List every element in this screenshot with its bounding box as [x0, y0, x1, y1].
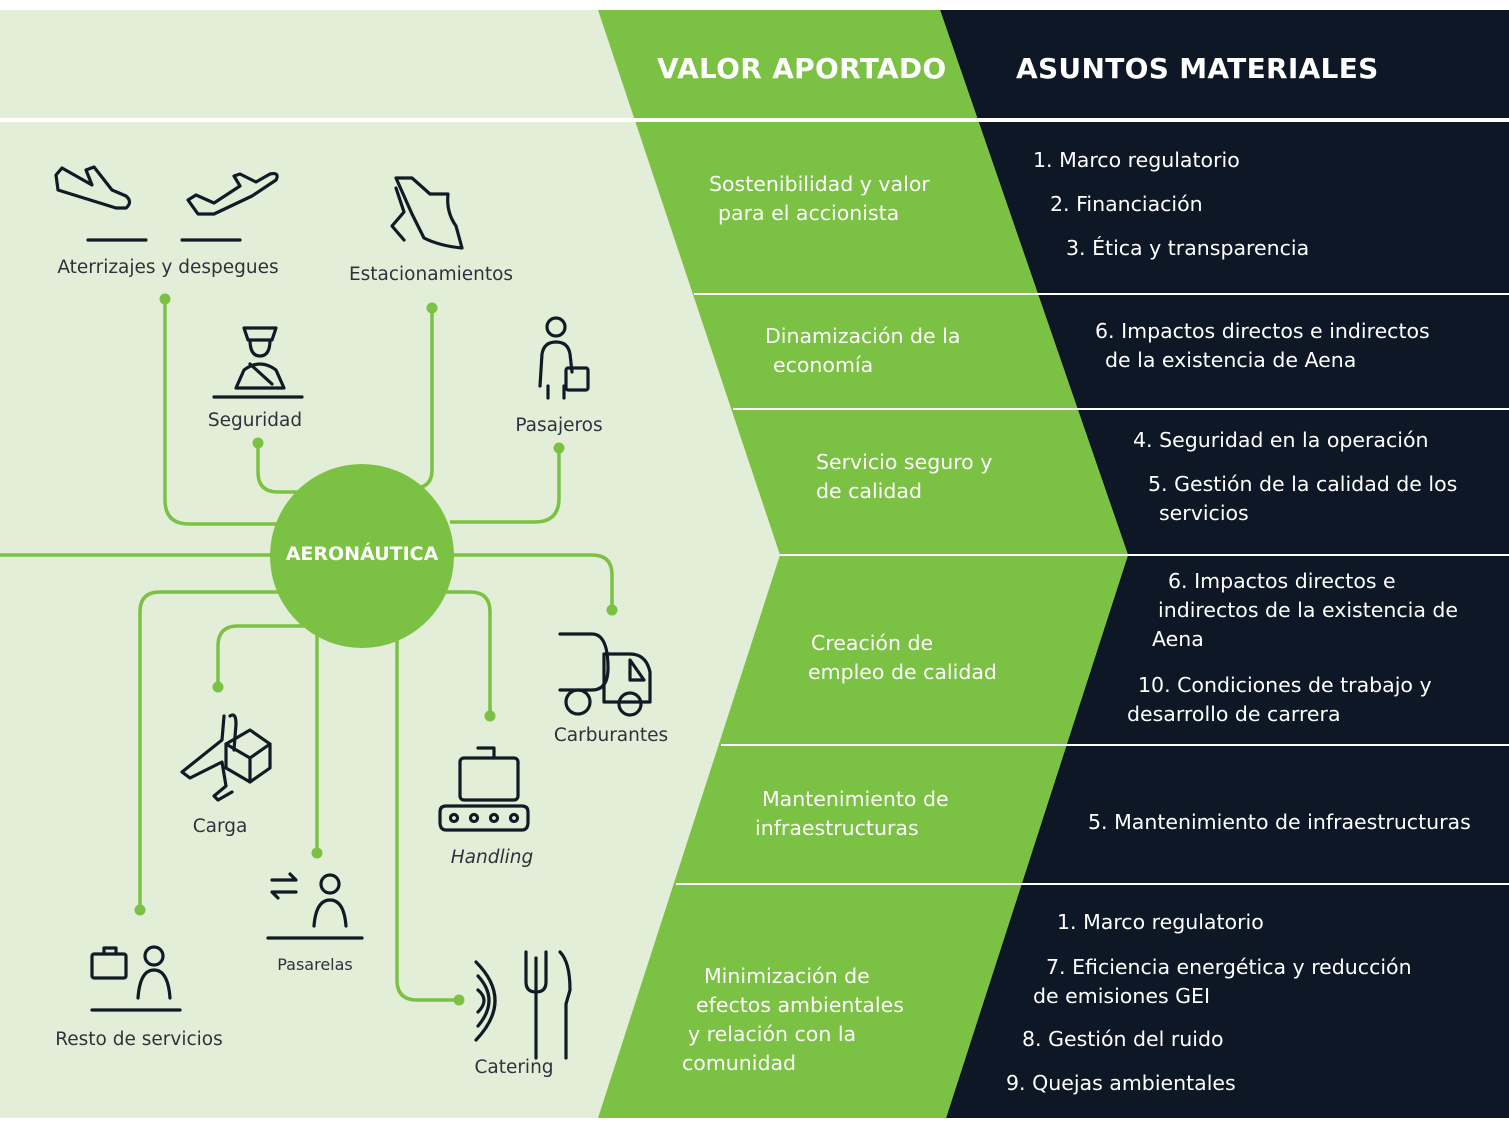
baggage-conveyor-icon: [438, 746, 530, 832]
issue-2-1: 6. Impactos directos e indirectos de la …: [1095, 317, 1430, 375]
issue-2-1-line-1: 6. Impactos directos e indirectos: [1095, 319, 1430, 343]
service-label-carga: Carga: [192, 816, 248, 837]
dot-handling: [484, 710, 496, 722]
issue-3-1: 4. Seguridad en la operación: [1133, 428, 1429, 452]
service-label-handling: Handling: [450, 847, 534, 868]
value-row-6: Minimización de efectos ambientales y re…: [682, 962, 904, 1078]
issue-1-3: 3. Ética y transparencia: [1066, 236, 1310, 260]
connector-carga: [216, 624, 305, 686]
service-label-pasarelas: Pasarelas: [277, 955, 353, 974]
value-row-6-line-3: y relación con la: [688, 1022, 857, 1046]
value-row-6-line-2: efectos ambientales: [696, 993, 904, 1017]
passenger-luggage-icon: [538, 316, 590, 400]
connector-handling: [420, 590, 492, 715]
boarding-bridge-icon: [266, 872, 364, 940]
value-row-4-line-1: Creación de: [811, 631, 934, 655]
issue-6-3: 8. Gestión del ruido: [1022, 1027, 1224, 1051]
plane-cargo-box-icon: [180, 713, 272, 802]
value-row-1-line-1: Sostenibilidad y valor: [709, 172, 930, 196]
briefcase-person-icon: [90, 945, 182, 1012]
issue-5-1: 5. Mantenimiento de infraestructuras: [1088, 810, 1471, 834]
value-row-2: Dinamización de la economía: [765, 322, 960, 380]
dot-catering: [453, 994, 465, 1006]
issue-4-1-line-1: 6. Impactos directos e: [1168, 569, 1396, 593]
dot-pasajeros: [553, 442, 565, 454]
issue-3-2-line-2: servicios: [1159, 501, 1249, 525]
issue-3-2: 5. Gestión de la calidad de los servicio…: [1148, 470, 1457, 528]
aircraft-tail-icon: [390, 176, 464, 250]
header-asuntos-materiales: ASUNTOS MATERIALES: [1016, 52, 1379, 85]
connector-aterrizajes: [163, 300, 290, 526]
connector-seguridad: [256, 444, 300, 494]
value-row-3: Servicio seguro y de calidad: [816, 448, 992, 506]
fuel-truck-icon: [558, 632, 652, 717]
connector-carburantes: [440, 553, 614, 608]
hub-label: AERONÁUTICA: [285, 543, 439, 565]
security-officer-icon: [212, 326, 304, 399]
connector-catering: [395, 630, 458, 1002]
issue-3-2-line-1: 5. Gestión de la calidad de los: [1148, 472, 1458, 496]
issue-4-1-line-3: Aena: [1152, 627, 1204, 651]
material-issues-panel: [940, 10, 1509, 1118]
dot-carga: [212, 681, 224, 693]
issue-2-1-line-2: de la existencia de Aena: [1105, 348, 1357, 372]
value-row-5-line-1: Mantenimiento de: [762, 787, 949, 811]
plate-fork-knife-icon: [474, 950, 572, 1060]
issue-4-2: 10. Condiciones de trabajo y desarrollo …: [1127, 671, 1432, 729]
service-label-estacionamientos: Estacionamientos: [348, 264, 514, 285]
issue-6-2: 7. Eficiencia energética y reducción de …: [1033, 953, 1412, 1011]
dot-carburantes: [606, 604, 618, 616]
value-row-2-line-1: Dinamización de la: [765, 324, 961, 348]
issue-4-2-line-1: 10. Condiciones de trabajo y: [1138, 673, 1432, 697]
value-row-4: Creación de empleo de calidad: [808, 629, 997, 687]
issue-1-1: 1. Marco regulatorio: [1033, 148, 1240, 172]
issue-4-2-line-2: desarrollo de carrera: [1127, 702, 1341, 726]
landing-takeoff-icon: [54, 165, 279, 242]
service-label-carburantes: Carburantes: [553, 725, 669, 746]
service-label-catering: Catering: [474, 1057, 554, 1078]
value-row-6-line-1: Minimización de: [704, 964, 870, 988]
value-row-5: Mantenimiento de infraestructuras: [755, 785, 949, 843]
value-row-6-line-4: comunidad: [682, 1051, 797, 1075]
service-label-seguridad: Seguridad: [207, 410, 303, 431]
dot-pasarelas: [311, 847, 323, 859]
dot-seguridad: [252, 437, 264, 449]
dot-aterrizajes: [159, 293, 171, 305]
issue-6-2-line-2: de emisiones GEI: [1033, 984, 1211, 1008]
value-row-1-line-2: para el accionista: [718, 201, 900, 225]
connector-pasajeros: [450, 448, 561, 524]
issue-4-1: 6. Impactos directos e indirectos de la …: [1152, 567, 1458, 654]
issue-6-4: 9. Quejas ambientales: [1006, 1071, 1236, 1095]
hub-circle: [270, 464, 454, 648]
issue-6-2-line-1: 7. Eficiencia energética y reducción: [1046, 955, 1412, 979]
service-label-aterrizajes: Aterrizajes y despegues: [57, 257, 279, 278]
value-row-3-line-1: Servicio seguro y: [816, 450, 993, 474]
header-valor-aportado: VALOR APORTADO: [657, 52, 947, 85]
connector-dots: [134, 293, 618, 1006]
connector-resto: [138, 590, 310, 908]
value-row-1: Sostenibilidad y valor para el accionist…: [709, 170, 930, 228]
value-band: [598, 10, 1128, 1118]
issue-6-1: 1. Marco regulatorio: [1057, 910, 1264, 934]
issue-1-2: 2. Financiación: [1050, 192, 1203, 216]
dot-resto: [134, 904, 146, 916]
issue-4-1-line-2: indirectos de la existencia de: [1158, 598, 1459, 622]
value-row-5-line-2: infraestructuras: [755, 816, 919, 840]
service-label-pasajeros: Pasajeros: [515, 415, 603, 436]
value-row-4-line-2: empleo de calidad: [808, 660, 997, 684]
dot-estacionamientos: [426, 302, 438, 314]
value-row-3-line-2: de calidad: [816, 479, 922, 503]
value-row-2-line-2: economía: [773, 353, 874, 377]
service-label-resto: Resto de servicios: [55, 1029, 223, 1050]
